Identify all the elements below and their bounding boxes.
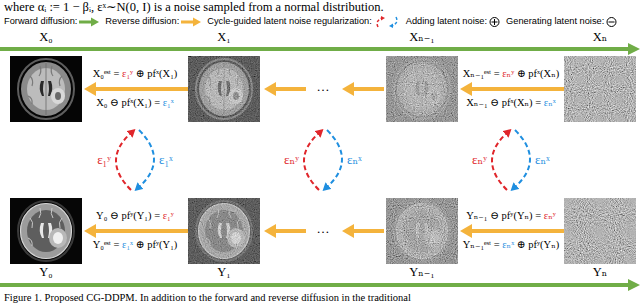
legend-item: Adding latent noise: bbox=[406, 16, 506, 28]
equation: Y₀ ⊖ pfʸ(Y₁) = ε₁ʸ bbox=[96, 210, 174, 222]
legend-label: Adding latent noise: bbox=[406, 16, 487, 27]
mri-trace bbox=[386, 198, 458, 264]
equation: X₀ᵉˢᵗ = ε₁ʸ ⊕ pfˣ(X₁) bbox=[93, 68, 178, 80]
reverse-arrow bbox=[468, 87, 564, 91]
noise-label: ε₁ʸ bbox=[97, 153, 111, 168]
reverse-arrow bbox=[92, 87, 188, 91]
noise-image bbox=[386, 56, 458, 122]
image-panel: X₁ bbox=[188, 56, 260, 122]
noise-label: εₙʸ bbox=[472, 153, 487, 168]
cycle-arrow bbox=[139, 130, 154, 187]
legend-label: Reverse diffusion: bbox=[105, 16, 179, 27]
legend-arrow-head bbox=[91, 18, 99, 27]
noise-image bbox=[564, 198, 636, 264]
noise-label: ε₁ˣ bbox=[159, 153, 173, 168]
image-label: Xₙ₋₁ bbox=[386, 31, 458, 45]
forward-arrow-head bbox=[628, 279, 640, 291]
image-label: Xₙ bbox=[564, 31, 636, 45]
operator-circle bbox=[490, 18, 499, 27]
image-panel: Y₁ bbox=[188, 198, 260, 264]
noise-label: εₙˣ bbox=[535, 153, 550, 168]
cycle-arrow bbox=[327, 130, 342, 187]
equation: Yₙ₋₁ ⊖ pfʸ(Yₙ) = εₙʸ bbox=[466, 210, 556, 222]
legend-sample bbox=[606, 16, 617, 28]
cycle-arrow bbox=[492, 133, 507, 190]
formula-note: where αᵢ := 1 − βᵢ, εˣ∼N(0, I) is a nois… bbox=[4, 0, 384, 14]
legend-sample bbox=[489, 16, 500, 28]
image-panel: Yₙ₋₁ bbox=[386, 198, 458, 264]
image-label: Y₀ bbox=[10, 266, 82, 280]
legend-sample bbox=[181, 16, 201, 28]
equation: Y₀ᵉˢᵗ = ε₁ˣ ⊕ pfʸ(Y₁) bbox=[93, 239, 178, 251]
legend-label: Forward diffusion: bbox=[4, 16, 77, 27]
mri-image bbox=[10, 198, 82, 264]
noise-label: εₙˣ bbox=[347, 153, 362, 168]
equation: Yₙ₋₁ᵉˢᵗ = εₙˣ ⊕ pfʸ(Yₙ) bbox=[463, 239, 559, 251]
image-panel: Yₙ bbox=[564, 198, 636, 264]
forward-arrow bbox=[0, 283, 629, 287]
cycle-arrow bbox=[304, 133, 319, 190]
noise-overlay bbox=[188, 56, 260, 122]
mri-trace bbox=[386, 56, 458, 122]
ellipsis: … bbox=[317, 80, 330, 95]
image-panel: Y₀ bbox=[10, 198, 82, 264]
mri-image bbox=[188, 198, 260, 264]
legend-item: Generating latent noise: bbox=[506, 16, 623, 28]
reverse-arrow bbox=[350, 229, 384, 233]
legend-arrow-head bbox=[381, 16, 385, 21]
ellipsis: … bbox=[317, 222, 330, 237]
forward-arrow bbox=[0, 47, 629, 51]
reverse-arrow bbox=[92, 229, 188, 233]
forward-arrow-head bbox=[628, 43, 640, 55]
legend-label: Cycle-guided latent noise regularization… bbox=[207, 16, 372, 27]
reverse-arrow bbox=[350, 87, 384, 91]
mri-image bbox=[188, 56, 260, 122]
reverse-arrow bbox=[272, 87, 306, 91]
image-panel: Xₙ bbox=[564, 56, 636, 122]
image-panel: Xₙ₋₁ bbox=[386, 56, 458, 122]
cycle-arrow bbox=[116, 133, 131, 190]
equation: Xₙ₋₁ᵉˢᵗ = εₙʸ ⊕ pfˣ(Xₙ) bbox=[463, 68, 559, 80]
equation: X₀ ⊖ pfˣ(X₁) = ε₁ˣ bbox=[96, 97, 174, 109]
image-label: Yₙ₋₁ bbox=[386, 266, 458, 280]
legend-sample bbox=[374, 16, 400, 28]
legend-item: Forward diffusion: bbox=[4, 16, 105, 28]
legend: Forward diffusion: Reverse diffusion: Cycl… bbox=[4, 16, 623, 28]
legend-arrow bbox=[181, 21, 194, 24]
figure-caption: Figure 1. Proposed CG-DDPM. In addition … bbox=[4, 292, 411, 305]
operator-bar bbox=[494, 19, 495, 25]
noise-overlay bbox=[188, 198, 260, 264]
legend-label: Generating latent noise: bbox=[506, 16, 604, 27]
image-panel: X₀ bbox=[10, 56, 82, 122]
legend-item: Reverse diffusion: bbox=[105, 16, 207, 28]
operator-bar bbox=[609, 22, 615, 23]
image-label: X₁ bbox=[188, 31, 260, 45]
equation: Xₙ₋₁ ⊖ pfˣ(Xₙ) = εₙˣ bbox=[466, 97, 555, 109]
mri-image bbox=[10, 56, 82, 122]
operator-circle bbox=[607, 18, 616, 27]
legend-arrow bbox=[79, 21, 92, 24]
noise-label: εₙʸ bbox=[284, 153, 299, 168]
reverse-arrow bbox=[468, 229, 564, 233]
noise-image bbox=[386, 198, 458, 264]
legend-sample bbox=[79, 16, 99, 28]
cycle-arrow bbox=[515, 130, 530, 187]
legend-arrow-head bbox=[389, 24, 393, 29]
reverse-arrow bbox=[272, 229, 306, 233]
legend-item: Cycle-guided latent noise regularization… bbox=[207, 16, 406, 28]
legend-arrow-head bbox=[193, 18, 201, 27]
noise-image bbox=[564, 56, 636, 122]
image-label: Yₙ bbox=[564, 266, 636, 280]
image-label: X₀ bbox=[10, 31, 82, 45]
image-label: Y₁ bbox=[188, 266, 260, 280]
